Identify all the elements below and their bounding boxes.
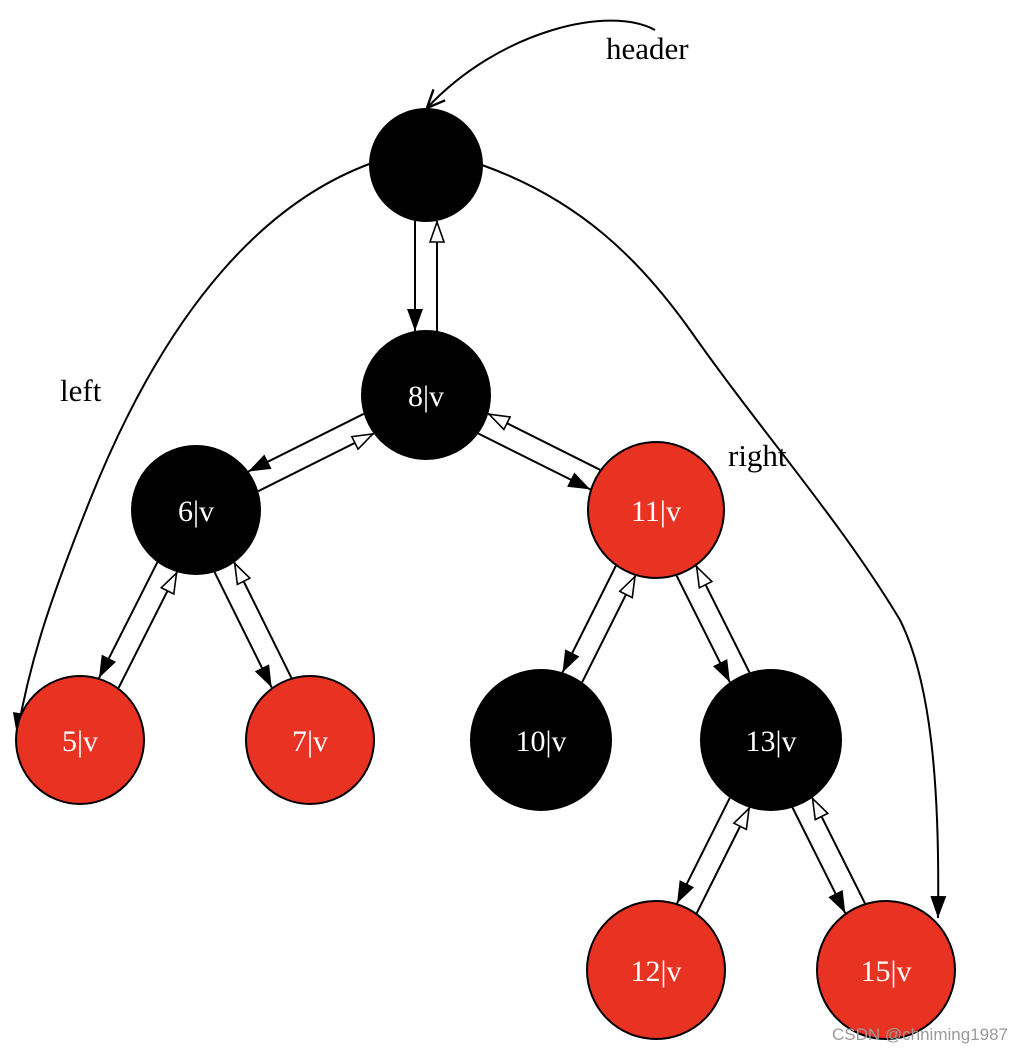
node-label-n8: 8|v bbox=[408, 380, 444, 413]
node-label-n13: 13|v bbox=[745, 725, 796, 758]
header-label: header bbox=[606, 31, 689, 66]
header-pointer-arrow bbox=[427, 19, 656, 108]
parent-edge-n12-to-n13 bbox=[695, 808, 751, 914]
node-circle-n7 bbox=[245, 675, 375, 805]
tree-node-n7: 7|v bbox=[245, 675, 375, 805]
tree-node-header bbox=[369, 108, 483, 222]
tree-node-n13: 13|v bbox=[700, 669, 842, 811]
node-label-n10: 10|v bbox=[515, 725, 566, 758]
parent-edge-n13-to-n11 bbox=[695, 566, 751, 673]
child-edge-n6-to-n5 bbox=[98, 561, 159, 679]
child-edge-n13-to-n15 bbox=[791, 807, 847, 914]
tree-nodes: 8|v 6|v 11|v 5|v 7|v 10|v 13|v 12|v 15|v bbox=[15, 108, 956, 1040]
watermark: CSDN @chniming1987 bbox=[832, 1025, 1008, 1044]
child-edge-n6-to-n7 bbox=[213, 571, 273, 688]
node-label-n6: 6|v bbox=[178, 495, 214, 528]
node-circle-n12 bbox=[586, 900, 726, 1040]
node-circle-n6 bbox=[131, 445, 261, 575]
child-edge-n8-to-n6 bbox=[247, 412, 365, 473]
node-circle-n10 bbox=[470, 669, 612, 811]
node-circle-n8 bbox=[361, 330, 491, 460]
child-edge-n8-to-n11 bbox=[477, 432, 591, 491]
tree-node-n12: 12|v bbox=[586, 900, 726, 1040]
tree-node-n6: 6|v bbox=[131, 445, 261, 575]
node-label-n11: 11|v bbox=[631, 495, 681, 528]
child-edge-n11-to-n13 bbox=[675, 575, 731, 683]
parent-edge-n11-to-n8 bbox=[488, 412, 601, 471]
node-label-n15: 15|v bbox=[860, 955, 911, 988]
node-circle-n5 bbox=[15, 675, 145, 805]
parent-edge-n15-to-n13 bbox=[811, 798, 866, 904]
node-label-n12: 12|v bbox=[630, 955, 681, 988]
node-circle-n11 bbox=[587, 441, 725, 579]
node-label-n7: 7|v bbox=[292, 725, 328, 758]
right-pointer-arrow bbox=[481, 164, 947, 919]
tree-edges bbox=[98, 221, 866, 914]
parent-edge-n7-to-n6 bbox=[233, 563, 293, 679]
node-label-n5: 5|v bbox=[62, 725, 98, 758]
child-edge-n11-to-n10 bbox=[561, 565, 617, 673]
tree-node-n5: 5|v bbox=[15, 675, 145, 805]
tree-node-n8: 8|v bbox=[361, 330, 491, 460]
parent-edge-n6-to-n8 bbox=[257, 432, 374, 493]
left-label: left bbox=[60, 373, 102, 408]
child-edge-n13-to-n12 bbox=[676, 797, 731, 904]
parent-edge-n10-to-n11 bbox=[581, 576, 637, 683]
tree-node-n10: 10|v bbox=[470, 669, 612, 811]
node-circle-header bbox=[369, 108, 483, 222]
left-pointer-arrow bbox=[12, 162, 373, 736]
tree-node-n11: 11|v bbox=[587, 441, 725, 579]
tree-node-n15: 15|v bbox=[816, 900, 956, 1040]
right-label: right bbox=[728, 438, 787, 473]
node-circle-n15 bbox=[816, 900, 956, 1040]
parent-edge-n5-to-n6 bbox=[117, 572, 178, 689]
node-circle-n13 bbox=[700, 669, 842, 811]
